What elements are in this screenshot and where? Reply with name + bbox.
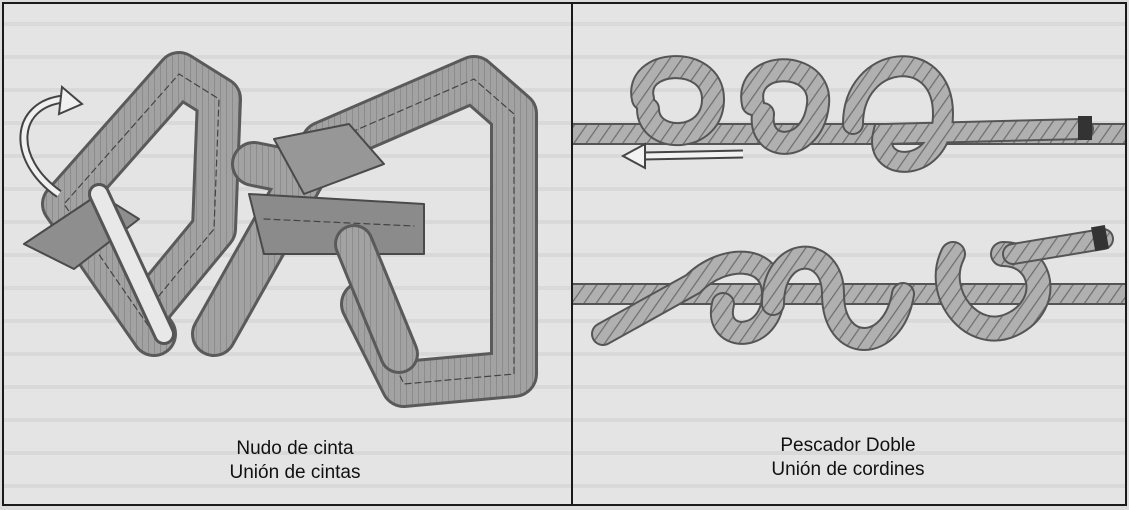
rope-stage-1 (573, 66, 1125, 162)
panel-double-fishermans: Pescador Doble Unión de cordines (573, 4, 1125, 504)
caption-title: Pescador Doble (743, 434, 953, 458)
panel-webbing-knot: Nudo de cinta Unión de cintas (4, 4, 571, 504)
caption-webbing-knot: Nudo de cinta Unión de cintas (200, 437, 390, 485)
rope-stage-2 (573, 225, 1125, 339)
caption-subtitle: Unión de cordines (743, 458, 953, 482)
webbing-strand-left (24, 74, 219, 334)
caption-double-fishermans: Pescador Doble Unión de cordines (743, 434, 953, 482)
webbing-strand-right (214, 79, 514, 384)
pull-arrow-icon (623, 144, 743, 168)
caption-subtitle: Unión de cintas (200, 461, 390, 485)
double-fishermans-knot-icon (573, 4, 1125, 504)
webbing-knot-icon (4, 4, 571, 504)
caption-title: Nudo de cinta (200, 437, 390, 461)
